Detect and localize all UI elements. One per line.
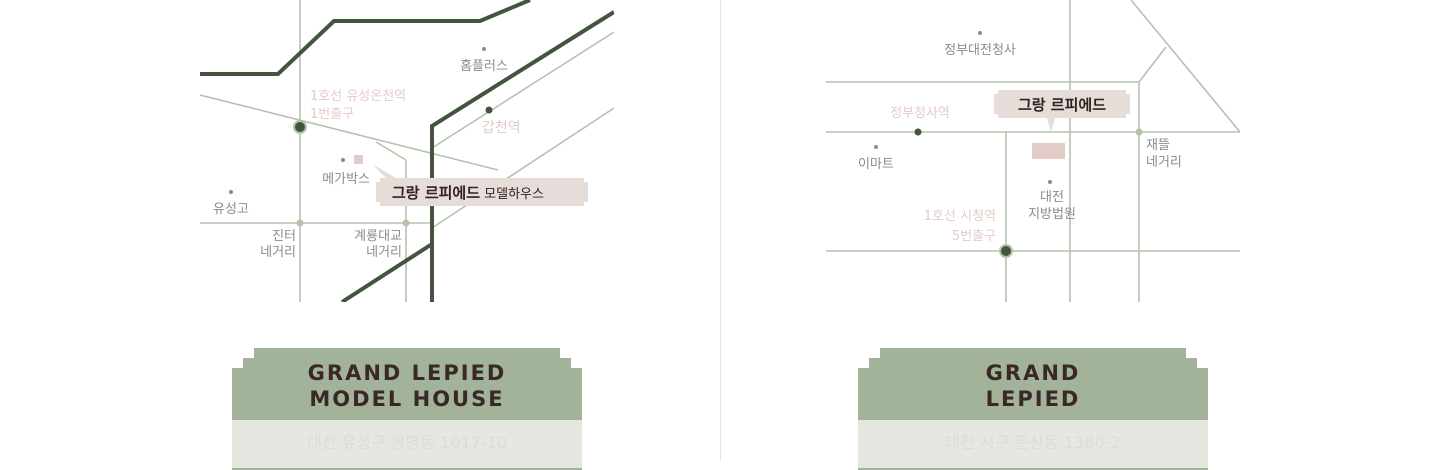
label-yuseong-exit: 1번출구 [310, 107, 354, 122]
intersection-dot [296, 219, 304, 227]
station-dot [999, 244, 1013, 258]
label-yuseong-high: 유성고 [213, 202, 249, 217]
marker-label-bold: 그랑 르피에드 [392, 184, 480, 202]
marker-box [994, 90, 1130, 118]
site-square [354, 155, 363, 164]
main-road [430, 10, 614, 302]
marker-box [376, 178, 588, 206]
title-line-1: GRAND LEPIED [307, 361, 507, 385]
title-line-2: LEPIED [985, 387, 1081, 411]
road [431, 31, 614, 149]
label-cityhall-exit: 5번출구 [952, 229, 996, 244]
label-homeplus: 홈플러스 [460, 59, 508, 74]
main-road [200, 0, 531, 76]
label-gyeryong-2: 네거리 [366, 245, 402, 260]
site-square [1032, 143, 1065, 159]
map-model-house-svg: 홈플러스 1호선 유성온천역 1번출구 갑천역 메가박스 유성고 진터 네거리 … [200, 0, 614, 302]
road [431, 107, 614, 229]
intersection-dot [1135, 128, 1143, 136]
label-gapcheon-station: 갑천역 [482, 120, 521, 136]
label-jaeddeul: 재뜰 [1146, 138, 1170, 153]
model-house-title-block: GRAND LEPIED MODEL HOUSE 대전 유성구 봉명동 1017… [232, 348, 582, 470]
main-road [340, 242, 434, 302]
title-step [869, 358, 1197, 368]
station-dot [485, 106, 493, 114]
marker-pointer [1047, 118, 1055, 132]
marker-pointer [372, 164, 396, 178]
title-step [243, 358, 571, 368]
label-jinteo: 진터 [272, 229, 296, 244]
label-yuseong-station: 1호선 유성온천역 [310, 89, 406, 104]
marker-label-suffix: 모델하우스 [480, 187, 544, 202]
road [1138, 46, 1167, 83]
label-jinteo-2: 네거리 [260, 245, 296, 260]
title-step [858, 368, 1208, 420]
map-grand-lepied: 정부대전청사 정부청사역 이마트 재뜰 네거리 대전 지방법원 1호선 시청역 … [826, 0, 1240, 302]
title-line-2: MODEL HOUSE [309, 387, 505, 411]
station-dot [914, 128, 922, 136]
title-step [232, 368, 582, 420]
title-step [880, 348, 1186, 358]
title-line-1: GRAND [985, 361, 1081, 385]
label-gov-station: 정부청사역 [890, 106, 950, 121]
place-dot [482, 47, 486, 51]
place-dot [229, 190, 233, 194]
address-bar: 대전 유성구 봉명동 1017-10 [232, 420, 582, 470]
road [200, 94, 499, 171]
location-marker[interactable]: 그랑 르피에드 [994, 90, 1130, 132]
label-gov-complex: 정부대전청사 [944, 43, 1016, 58]
label-emart: 이마트 [858, 157, 894, 172]
label-megabox: 메가박스 [322, 172, 370, 187]
label-court: 대전 [1040, 190, 1064, 205]
label-cityhall-station: 1호선 시청역 [924, 209, 996, 224]
title-step [254, 348, 560, 358]
label-court-2: 지방법원 [1028, 207, 1076, 222]
label-jaeddeul-2: 네거리 [1146, 155, 1182, 170]
road [375, 141, 407, 161]
label-gyeryong: 계룡대교 [354, 229, 402, 244]
place-dot [978, 31, 982, 35]
marker-label: 그랑 르피에드 [1018, 96, 1106, 114]
marker-label: 그랑 르피에드 모델하우스 [392, 184, 544, 202]
divider [720, 0, 721, 460]
road [1130, 0, 1240, 133]
grand-lepied-title-block: GRAND LEPIED 대전 서구 둔산동 1380-2 [858, 348, 1208, 470]
address-bar: 대전 서구 둔산동 1380-2 [858, 420, 1208, 470]
location-marker[interactable]: 그랑 르피에드 모델하우스 [372, 164, 588, 206]
station-dot [293, 120, 307, 134]
place-dot [341, 158, 345, 162]
intersection-dot [402, 219, 410, 227]
place-dot [1048, 180, 1052, 184]
map-grand-lepied-svg: 정부대전청사 정부청사역 이마트 재뜰 네거리 대전 지방법원 1호선 시청역 … [826, 0, 1240, 302]
place-dot [874, 145, 878, 149]
map-model-house: 홈플러스 1호선 유성온천역 1번출구 갑천역 메가박스 유성고 진터 네거리 … [200, 0, 614, 302]
